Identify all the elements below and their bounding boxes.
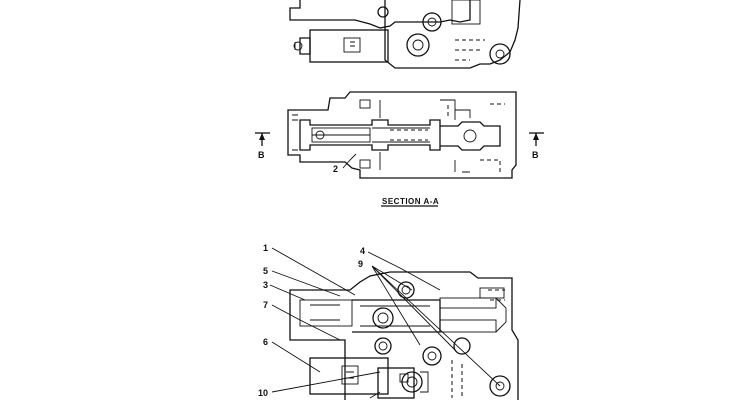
leader-4 [367, 251, 441, 291]
leader-3 [269, 284, 306, 301]
callout-2-label: 2 [333, 164, 338, 174]
section-marker-right-label: B [532, 150, 539, 160]
section-marker-right: B [529, 132, 544, 160]
callout-5-label: 5 [263, 266, 268, 276]
callout-9-label: 9 [358, 259, 363, 269]
callout-3-label: 3 [263, 280, 268, 290]
callout-6-label: 6 [263, 337, 268, 347]
callout-1-label: 1 [263, 243, 268, 253]
callout-7-label: 7 [263, 300, 268, 310]
leader-9 [371, 265, 501, 387]
top-view [289, 0, 521, 69]
bottom-view [269, 247, 519, 400]
leader-5 [271, 270, 341, 297]
section-marker-left: B [255, 132, 270, 160]
section-marker-left-label: B [258, 150, 265, 160]
leader-7 [271, 304, 341, 341]
leader-1 [271, 247, 356, 296]
section-a-a-view: B B 2 SECTION A-A [255, 91, 544, 207]
callout-10-label: 10 [258, 388, 268, 398]
callout-4-label: 4 [360, 246, 365, 256]
leader-10 [271, 371, 381, 393]
leader-6 [271, 341, 321, 373]
callout-2: 2 [333, 153, 357, 174]
section-title: SECTION A-A [382, 197, 439, 206]
